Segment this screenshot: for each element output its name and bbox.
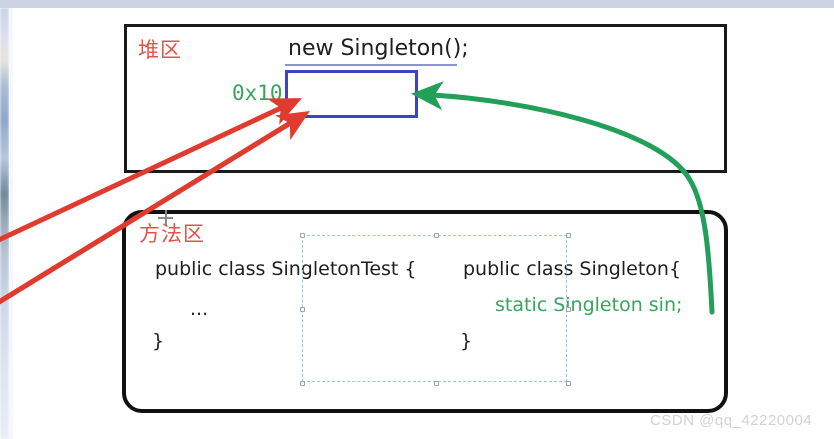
new-singleton-expression: new Singleton(); [288,36,469,61]
left-panel-edge [0,8,9,439]
code-line-left-3: } [152,330,165,352]
new-singleton-underline [285,64,457,66]
heap-region-label: 堆区 [138,38,182,62]
window-top-band [0,0,834,8]
code-line-left-2: ... [190,298,209,320]
code-line-right-1: public class Singleton{ [463,258,682,280]
crosshair-cursor-icon [158,210,173,225]
left-panel-gutter [9,8,13,439]
code-line-left-1: public class SingletonTest { [155,258,417,280]
code-line-right-3: } [460,330,473,352]
code-line-right-2-static-field: static Singleton sin; [495,294,683,316]
object-address-label: 0x10 [232,81,283,105]
csdn-watermark: CSDN @qq_42220004 [650,412,813,429]
heap-object-box [285,70,418,118]
